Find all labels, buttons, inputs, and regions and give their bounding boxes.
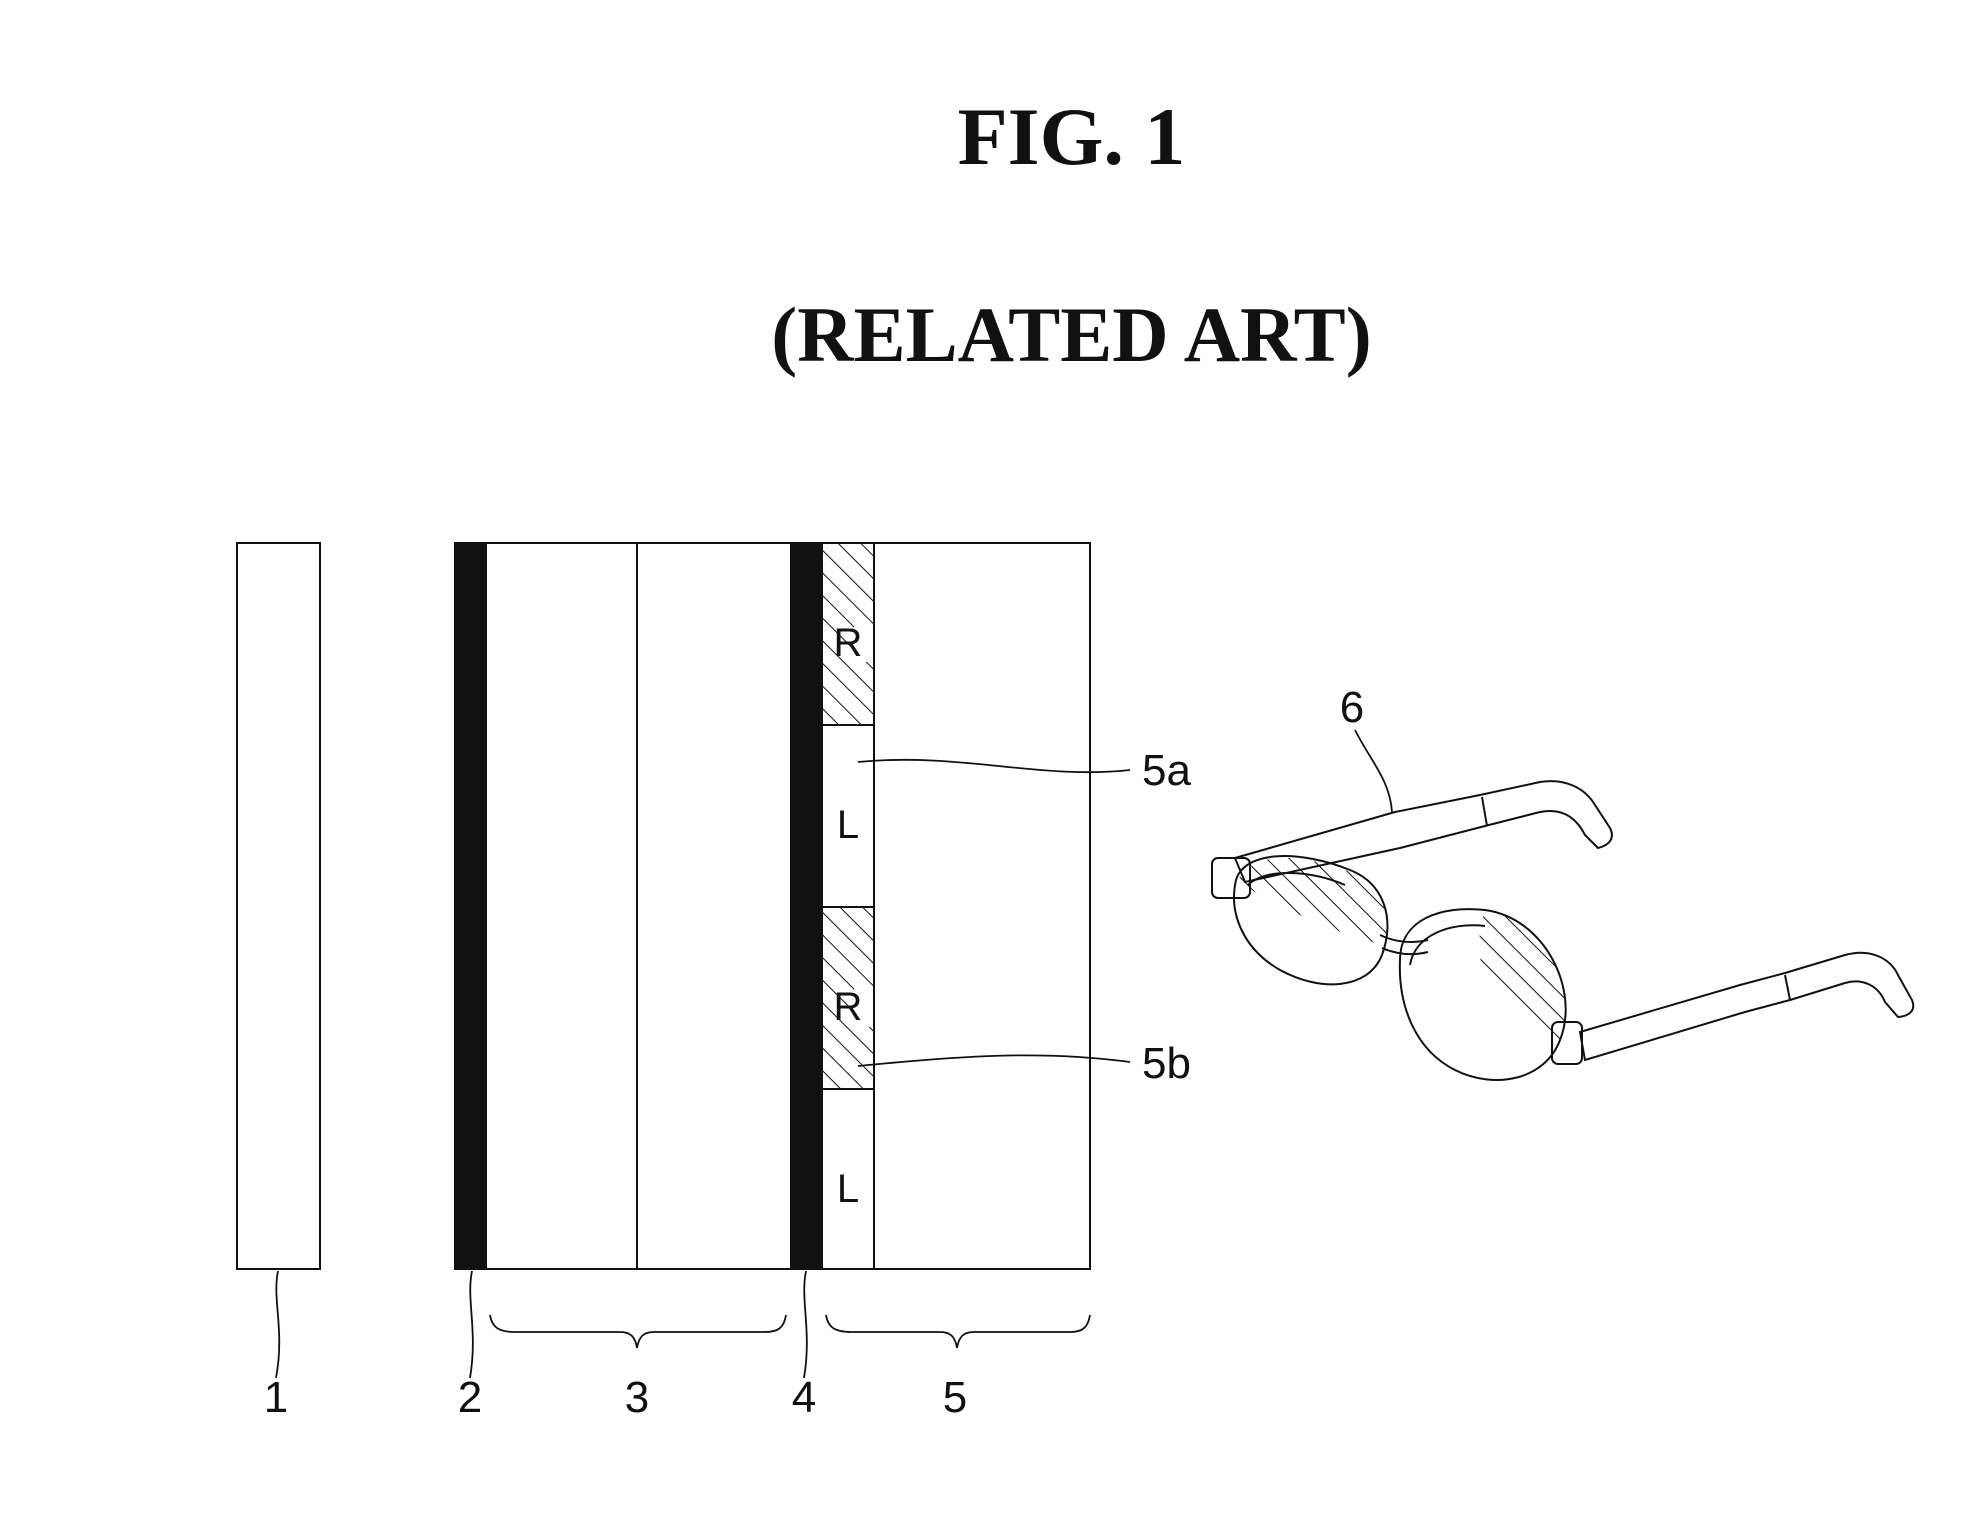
upper-polarizer [790, 543, 822, 1269]
polarized-glasses [1212, 781, 1913, 1080]
leader-4 [804, 1271, 807, 1378]
cell-label-l2: L [837, 1167, 859, 1211]
brace-panel [490, 1315, 786, 1348]
lower-polarizer [455, 543, 487, 1269]
right-lens-hatch [1479, 910, 1565, 1040]
leader-1 [276, 1271, 279, 1378]
label-5a: 5a [1142, 746, 1191, 795]
leader-6 [1355, 730, 1392, 812]
brace-retarder [826, 1315, 1090, 1348]
cell-label-r2: R [834, 985, 863, 1029]
label-5: 5 [943, 1373, 967, 1422]
left-lens-hatch [1238, 858, 1386, 945]
label-5b: 5b [1142, 1039, 1191, 1088]
leader-2 [470, 1271, 473, 1378]
cell-label-r1: R [834, 621, 863, 665]
label-4: 4 [792, 1373, 816, 1422]
label-2: 2 [458, 1373, 482, 1422]
display-stack-outline [455, 543, 1090, 1269]
label-1: 1 [264, 1373, 288, 1422]
label-6: 6 [1340, 683, 1364, 732]
label-3: 3 [625, 1373, 649, 1422]
backlight-unit [237, 543, 320, 1269]
cell-label-l1: L [837, 803, 859, 847]
